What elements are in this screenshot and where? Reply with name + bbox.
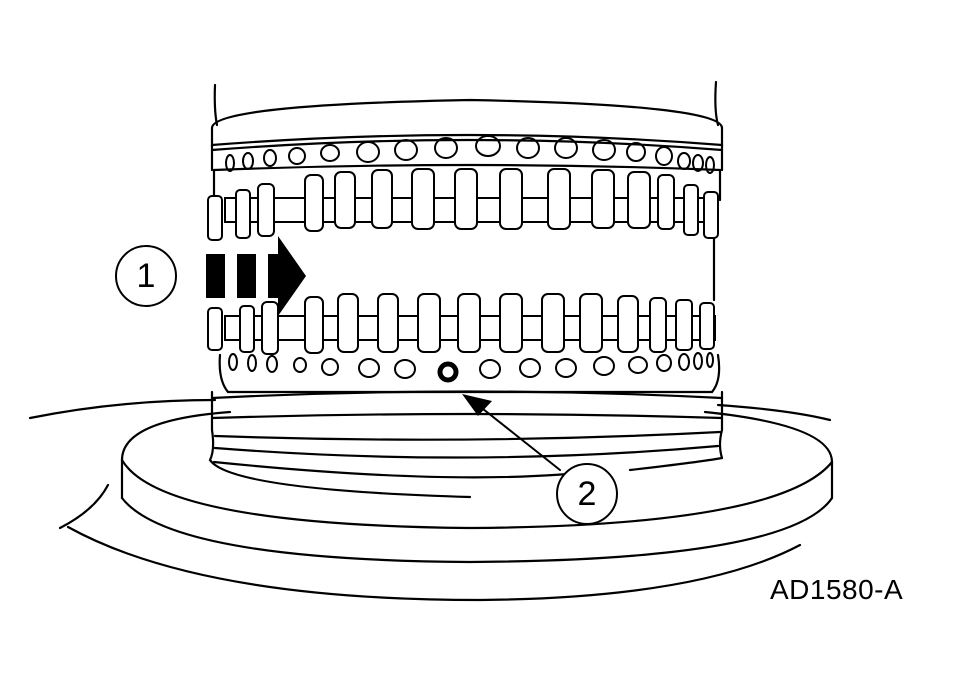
callout-2: 2 [556, 463, 618, 525]
direction-arrow-icon [206, 236, 306, 316]
callout-1: 1 [115, 245, 177, 307]
callout-number: 1 [136, 256, 156, 295]
callout-number: 2 [577, 474, 597, 513]
figure-id: AD1580-A [770, 574, 904, 605]
check-ball-hole [437, 361, 459, 383]
